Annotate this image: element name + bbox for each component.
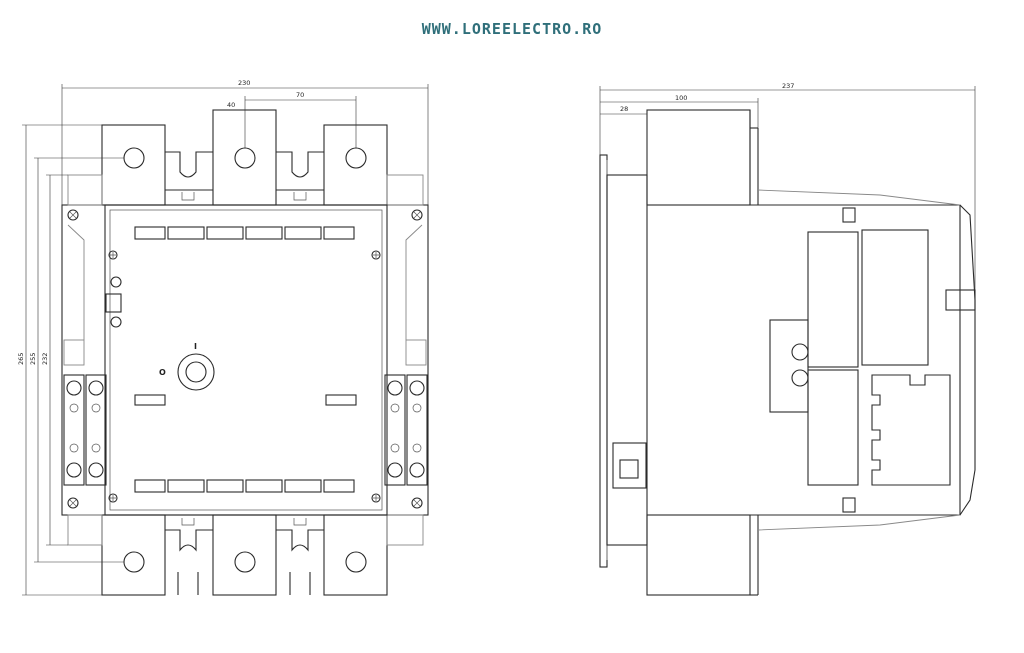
label-slots-bottom	[134, 479, 355, 493]
front-dimensions	[22, 84, 429, 596]
dim-depth-total: 237	[782, 82, 794, 90]
side-dimensions	[599, 86, 976, 290]
dim-pole-spacing: 70	[296, 91, 304, 99]
off-label: O	[159, 368, 166, 377]
dim-width: 230	[238, 79, 250, 87]
front-view: I O	[17, 79, 429, 596]
dim-pole-offset: 40	[227, 101, 235, 109]
on-label: I	[194, 342, 197, 351]
label-slots-top	[134, 226, 355, 240]
bottom-terminals	[101, 514, 388, 596]
dim-height-mid: 255	[29, 353, 37, 365]
dim-depth-front: 28	[620, 105, 628, 113]
dim-depth-mid: 100	[675, 94, 687, 102]
dim-height-inner: 232	[41, 353, 49, 365]
rotary-knob	[177, 353, 215, 391]
aux-contacts-right	[384, 374, 428, 486]
aux-contacts-left	[63, 374, 107, 486]
side-view: 237 100 28	[599, 82, 976, 596]
top-terminals	[101, 109, 388, 206]
dim-height-total: 265	[17, 353, 25, 365]
corner-screws	[67, 209, 423, 509]
website-title: WWW.LOREELECTRO.RO	[421, 20, 603, 38]
